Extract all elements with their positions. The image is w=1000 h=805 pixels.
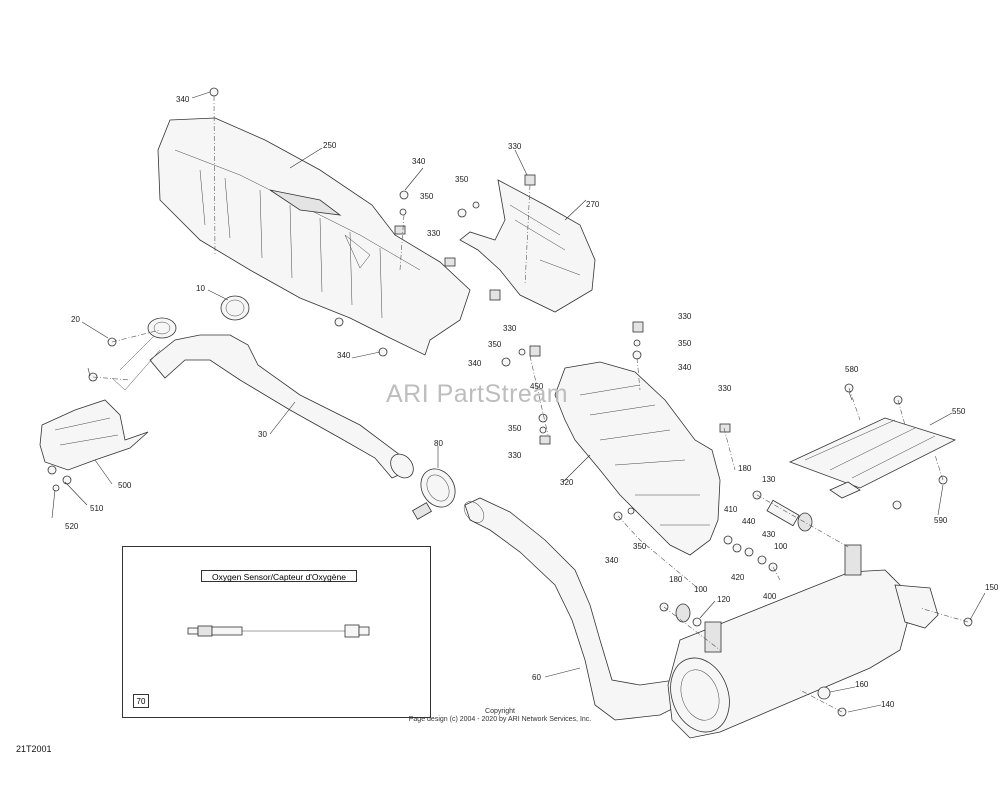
callout-350[interactable]: 350: [508, 424, 522, 433]
callout-410[interactable]: 410: [724, 505, 738, 514]
callout-590[interactable]: 590: [934, 516, 948, 525]
callout-120[interactable]: 120: [717, 595, 731, 604]
callout-330[interactable]: 330: [508, 451, 522, 460]
callout-580[interactable]: 580: [845, 365, 859, 374]
callout-100[interactable]: 100: [694, 585, 708, 594]
heat-shield-320[interactable]: [554, 361, 721, 556]
front-pipe-30[interactable]: [111, 317, 418, 482]
inset-ref-box[interactable]: 70: [133, 694, 149, 708]
callout-330[interactable]: 330: [503, 324, 517, 333]
callout-510[interactable]: 510: [90, 504, 104, 513]
callout-270[interactable]: 270: [586, 200, 600, 209]
callout-330[interactable]: 330: [678, 312, 692, 321]
callout-340[interactable]: 340: [337, 351, 351, 360]
callout-10[interactable]: 10: [196, 284, 205, 293]
plate-550[interactable]: [788, 417, 957, 499]
callout-440[interactable]: 440: [742, 517, 756, 526]
copyright-text: Page design (c) 2004 - 2020 by ARI Netwo…: [408, 716, 592, 723]
callout-340[interactable]: 340: [678, 363, 692, 372]
heat-shield-250[interactable]: [157, 117, 471, 356]
oxygen-sensor[interactable]: [187, 624, 370, 638]
callout-350[interactable]: 350: [488, 340, 502, 349]
muffler[interactable]: [661, 544, 939, 740]
oxygen-sensor-inset[interactable]: Oxygen Sensor/Capteur d'Oxygène 70: [122, 546, 431, 718]
callout-350[interactable]: 350: [420, 192, 434, 201]
callout-20[interactable]: 20: [71, 315, 80, 324]
assembly-lines: [92, 95, 969, 713]
callout-330[interactable]: 330: [427, 229, 441, 238]
callout-340[interactable]: 340: [412, 157, 426, 166]
watermark: ARI PartStream: [386, 380, 569, 408]
callout-180[interactable]: 180: [669, 575, 683, 584]
callout-550[interactable]: 550: [952, 407, 966, 416]
callout-150[interactable]: 150: [985, 583, 999, 592]
hardware: [47, 87, 973, 717]
callout-430[interactable]: 430: [762, 530, 776, 539]
callout-80[interactable]: 80: [434, 439, 443, 448]
callout-340[interactable]: 340: [468, 359, 482, 368]
callout-140[interactable]: 140: [881, 700, 895, 709]
diagram-id: 21T2001: [16, 744, 52, 754]
inset-title: Oxygen Sensor/Capteur d'Oxygène: [201, 570, 357, 582]
callout-30[interactable]: 30: [258, 430, 267, 439]
callout-330[interactable]: 330: [508, 142, 522, 151]
heat-shield-270[interactable]: [459, 179, 596, 313]
callout-60[interactable]: 60: [532, 673, 541, 682]
callout-340[interactable]: 340: [176, 95, 190, 104]
clamp-80[interactable]: [412, 463, 462, 520]
callout-520[interactable]: 520: [65, 522, 79, 531]
callout-450[interactable]: 450: [530, 382, 544, 391]
heat-shield-500[interactable]: [39, 399, 149, 471]
callout-180[interactable]: 180: [738, 464, 752, 473]
callout-330[interactable]: 330: [718, 384, 732, 393]
callout-350[interactable]: 350: [678, 339, 692, 348]
callout-100[interactable]: 100: [774, 542, 788, 551]
callout-500[interactable]: 500: [118, 481, 132, 490]
callout-320[interactable]: 320: [560, 478, 574, 487]
callout-350[interactable]: 350: [455, 175, 469, 184]
callout-420[interactable]: 420: [731, 573, 745, 582]
callout-130[interactable]: 130: [762, 475, 776, 484]
leader-lines: [51, 91, 986, 713]
callout-350[interactable]: 350: [633, 542, 647, 551]
gasket-10[interactable]: [220, 295, 250, 321]
callout-400[interactable]: 400: [763, 592, 777, 601]
callout-340[interactable]: 340: [605, 556, 619, 565]
copyright-notice: Copyright Page design (c) 2004 - 2020 by…: [400, 708, 600, 724]
callout-160[interactable]: 160: [855, 680, 869, 689]
callout-250[interactable]: 250: [323, 141, 337, 150]
copyright-label: Copyright: [485, 708, 515, 715]
